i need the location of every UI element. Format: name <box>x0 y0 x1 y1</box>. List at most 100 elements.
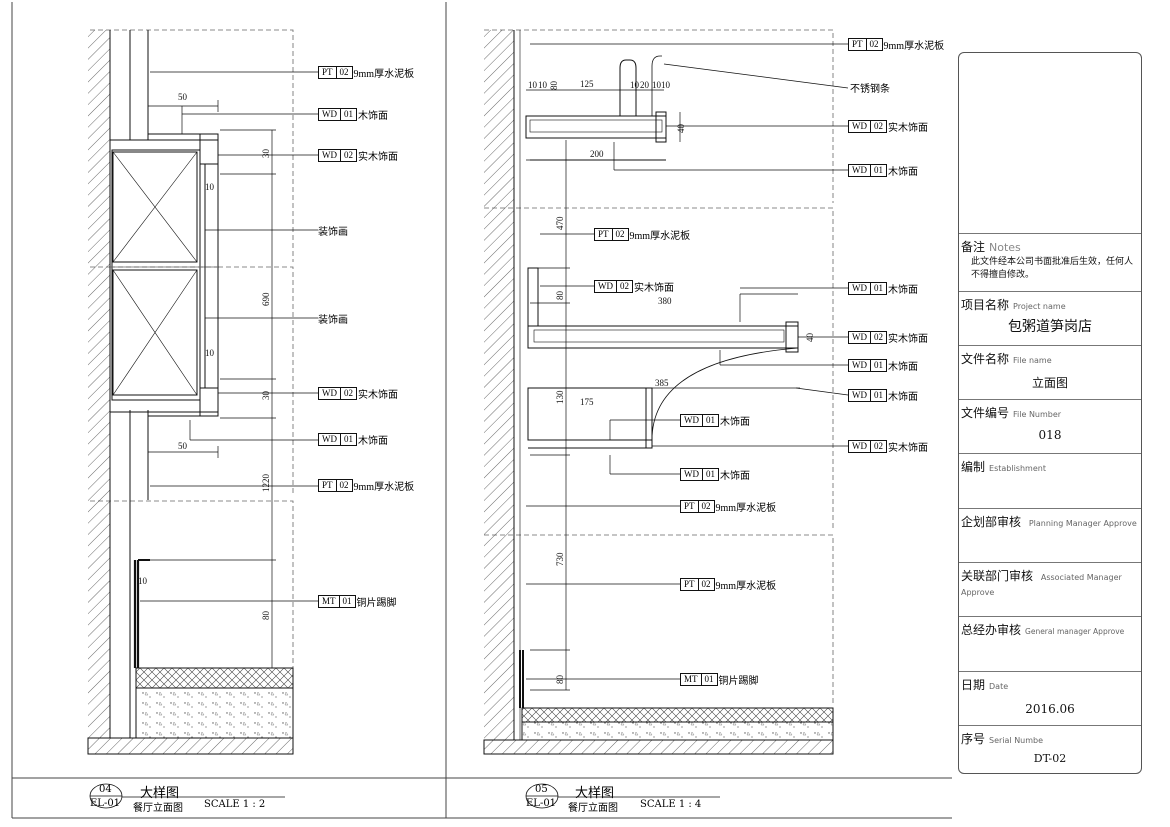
dim-text: 50 <box>178 92 188 102</box>
dim-text: 80 <box>555 675 565 685</box>
associated-label: 关联部门审核 <box>961 569 1034 583</box>
date-label-en: Date <box>989 682 1009 691</box>
drawing-number: 04 <box>99 784 112 795</box>
dim-text: 40 <box>676 124 686 134</box>
file-number-value: 018 <box>1038 428 1062 442</box>
left-dimensions: 50 30 10 690 10 30 50 1220 10 80 <box>138 92 271 620</box>
serial-label: 序号 <box>961 732 986 746</box>
sheet-number: EL-01 <box>90 798 121 809</box>
file-name-label: 文件名称 <box>961 352 1010 366</box>
file-number-label-en: File Number <box>1013 410 1062 419</box>
drawing-number: 05 <box>535 784 548 795</box>
gm-label-en: General manager Approve <box>1025 627 1125 636</box>
date-label: 日期 <box>961 678 986 692</box>
planning-section: 企划部审核 Planning Manager Approve <box>959 508 1141 562</box>
dim-text: 470 <box>555 216 565 230</box>
dim-text: 30 <box>261 391 271 401</box>
dim-text: 20 <box>640 80 650 90</box>
planning-label: 企划部审核 <box>961 515 1022 529</box>
sheet-frame <box>11 2 952 819</box>
gm-label: 总经办审核 <box>961 623 1022 637</box>
serial-value: DT-02 <box>1033 752 1067 765</box>
notes-label: 备注 <box>961 240 986 254</box>
dim-text: 730 <box>555 552 565 566</box>
annotation-label: 装饰画 <box>318 227 348 238</box>
dim-text: 80 <box>261 611 271 621</box>
dim-text: 80 <box>555 291 565 301</box>
drawing-title: 大样图 <box>575 786 615 801</box>
right-dimensions: 10 10 80 125 10 20 10 10 40 200 470 80 3… <box>528 79 815 684</box>
drawing-subtitle: 餐厅立面图 <box>568 803 618 814</box>
dim-text: 10 <box>138 576 148 586</box>
dim-text: 10 <box>661 80 671 90</box>
dim-text: 50 <box>178 441 188 451</box>
serial-label-en: Serial Numbe <box>989 736 1044 745</box>
file-name-value: 立面图 <box>1031 376 1068 390</box>
drawing-scale: SCALE 1 : 4 <box>640 799 702 810</box>
left-detail-geometry <box>87 29 318 755</box>
dim-text: 690 <box>261 292 271 306</box>
drawing-title-marks <box>89 783 720 809</box>
dim-text: 80 <box>549 81 559 91</box>
dim-text: 385 <box>655 378 669 388</box>
associated-section: 关联部门审核 Associated Manager Approve <box>959 562 1141 616</box>
dim-text: 30 <box>261 149 271 159</box>
dim-text: 1220 <box>261 474 271 493</box>
project-value: 包粥道笋岗店 <box>1008 319 1092 335</box>
notes-label-en: Notes <box>989 241 1021 254</box>
dim-text: 10 <box>538 80 548 90</box>
dim-text: 10 <box>652 80 662 90</box>
dim-text: 130 <box>555 390 565 404</box>
associated-label-en: Associated Manager Approve <box>961 573 1122 597</box>
drawing-subtitle: 餐厅立面图 <box>133 803 183 814</box>
annotation-label: 不锈钢条 <box>850 84 890 95</box>
dim-text: 10 <box>205 182 215 192</box>
dim-text: 10 <box>630 80 640 90</box>
dim-text: 10 <box>528 80 538 90</box>
dim-text: 125 <box>580 79 594 89</box>
project-label-en: Project name <box>1013 302 1066 311</box>
dim-text: 10 <box>205 348 215 358</box>
dim-text: 380 <box>658 296 672 306</box>
drawing-scale: SCALE 1 : 2 <box>204 799 266 810</box>
establishment-label: 编制 <box>961 460 986 474</box>
planning-label-en: Planning Manager Approve <box>1028 519 1137 528</box>
drawing-title: 大样图 <box>140 786 180 801</box>
notes-text: 此文件经本公司书面批准后生效，任何人不得擅自修改。 <box>971 257 1134 280</box>
dim-text: 200 <box>590 149 604 159</box>
project-label: 项目名称 <box>961 298 1010 312</box>
right-detail-geometry <box>483 29 849 755</box>
establishment-label-en: Establishment <box>989 464 1046 473</box>
dim-text: 175 <box>580 397 594 407</box>
sheet-number: EL-01 <box>526 798 557 809</box>
